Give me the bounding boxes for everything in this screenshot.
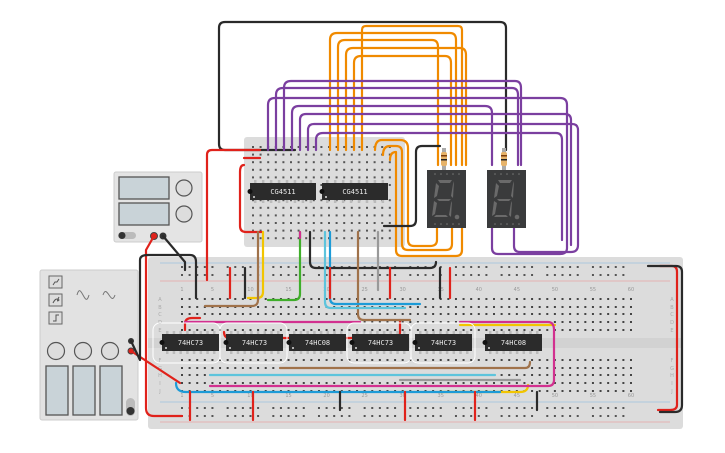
column-number: 1 bbox=[180, 393, 183, 399]
chip-label: 74HC08 bbox=[501, 339, 526, 347]
column-number: 60 bbox=[628, 287, 634, 293]
ic-chip[interactable]: 74HC08 bbox=[286, 331, 347, 354]
column-number: 50 bbox=[552, 393, 558, 399]
row-letter: I bbox=[159, 381, 160, 387]
triangle-icon bbox=[52, 296, 60, 304]
column-number: 45 bbox=[514, 287, 520, 293]
row-letter: F bbox=[671, 358, 674, 364]
row-letter: A bbox=[158, 297, 162, 303]
small-chips: CG4511 CG4511 bbox=[247, 180, 389, 203]
ic-chip[interactable]: 74HC73 bbox=[412, 331, 473, 354]
square-icon bbox=[53, 314, 59, 322]
row-letter: F bbox=[159, 358, 162, 364]
offset-knob[interactable] bbox=[100, 341, 120, 361]
row-letter: G bbox=[670, 366, 674, 372]
ic-chip[interactable]: 74HC73 bbox=[159, 331, 220, 354]
power-supply bbox=[113, 171, 203, 243]
column-number: 55 bbox=[590, 287, 596, 293]
offset-display bbox=[99, 365, 123, 416]
row-letter: J bbox=[670, 389, 672, 395]
column-number: 50 bbox=[552, 287, 558, 293]
row-letter: C bbox=[158, 312, 162, 318]
ic-chip[interactable]: 74HC73 bbox=[223, 331, 284, 354]
chip-label: CG4511 bbox=[342, 188, 367, 196]
column-number: 5 bbox=[211, 287, 214, 293]
ic-chip[interactable]: 74HC73 bbox=[349, 331, 410, 354]
column-number: 15 bbox=[285, 287, 291, 293]
ic-chip[interactable]: CG4511 bbox=[319, 180, 389, 203]
row-letter: E bbox=[158, 328, 161, 334]
column-number: 5 bbox=[211, 393, 214, 399]
chip-label: 74HC73 bbox=[242, 339, 267, 347]
column-number: 25 bbox=[361, 287, 367, 293]
displays bbox=[427, 148, 526, 228]
column-number: 45 bbox=[514, 393, 520, 399]
column-number: 40 bbox=[476, 393, 482, 399]
column-number: 1 bbox=[180, 287, 183, 293]
function-generator bbox=[39, 269, 139, 421]
column-number: 60 bbox=[628, 393, 634, 399]
waveform-frequency-icon bbox=[102, 291, 116, 299]
row-letter: I bbox=[671, 381, 672, 387]
chip-label: CG4511 bbox=[270, 188, 295, 196]
row-letter: A bbox=[670, 297, 674, 303]
main-chips: 74HC73 74HC73 74HC08 74HC73 74HC73 74HC08 bbox=[152, 322, 543, 364]
frequency-display bbox=[45, 365, 69, 416]
column-number: 20 bbox=[323, 287, 329, 293]
seven-segment-display[interactable] bbox=[487, 148, 526, 228]
row-letter: J bbox=[158, 389, 160, 395]
voltage-display bbox=[118, 176, 170, 200]
chip-label: 74HC73 bbox=[368, 339, 393, 347]
amplitude-display bbox=[72, 365, 96, 416]
row-letter: C bbox=[670, 312, 674, 318]
column-number: 40 bbox=[476, 287, 482, 293]
column-number: 20 bbox=[323, 393, 329, 399]
column-number: 10 bbox=[247, 393, 253, 399]
current-display bbox=[118, 202, 170, 226]
seven-segment-display[interactable] bbox=[427, 148, 466, 228]
column-number: 10 bbox=[247, 287, 253, 293]
current-knob[interactable] bbox=[175, 205, 193, 223]
ic-chip[interactable]: 74HC08 bbox=[482, 331, 543, 354]
row-letter: H bbox=[670, 373, 674, 379]
column-number: 35 bbox=[438, 393, 444, 399]
chip-label: 74HC08 bbox=[305, 339, 330, 347]
row-letter: D bbox=[670, 320, 674, 326]
waveform-amplitude-icon bbox=[76, 290, 90, 300]
ic-chip[interactable]: CG4511 bbox=[247, 180, 317, 203]
row-letter: E bbox=[670, 328, 673, 334]
column-number: 25 bbox=[361, 393, 367, 399]
column-number: 30 bbox=[400, 393, 406, 399]
amplitude-knob[interactable] bbox=[73, 341, 93, 361]
voltage-knob[interactable] bbox=[175, 179, 193, 197]
column-number: 30 bbox=[400, 287, 406, 293]
chip-label: 74HC73 bbox=[178, 339, 203, 347]
frequency-knob[interactable] bbox=[46, 341, 66, 361]
sine-icon bbox=[52, 278, 60, 286]
row-letter: B bbox=[670, 305, 674, 311]
row-letter: H bbox=[158, 373, 162, 379]
chip-label: 74HC73 bbox=[431, 339, 456, 347]
row-letter: B bbox=[158, 305, 162, 311]
column-number: 55 bbox=[590, 393, 596, 399]
column-number: 15 bbox=[285, 393, 291, 399]
wires bbox=[129, 20, 684, 422]
